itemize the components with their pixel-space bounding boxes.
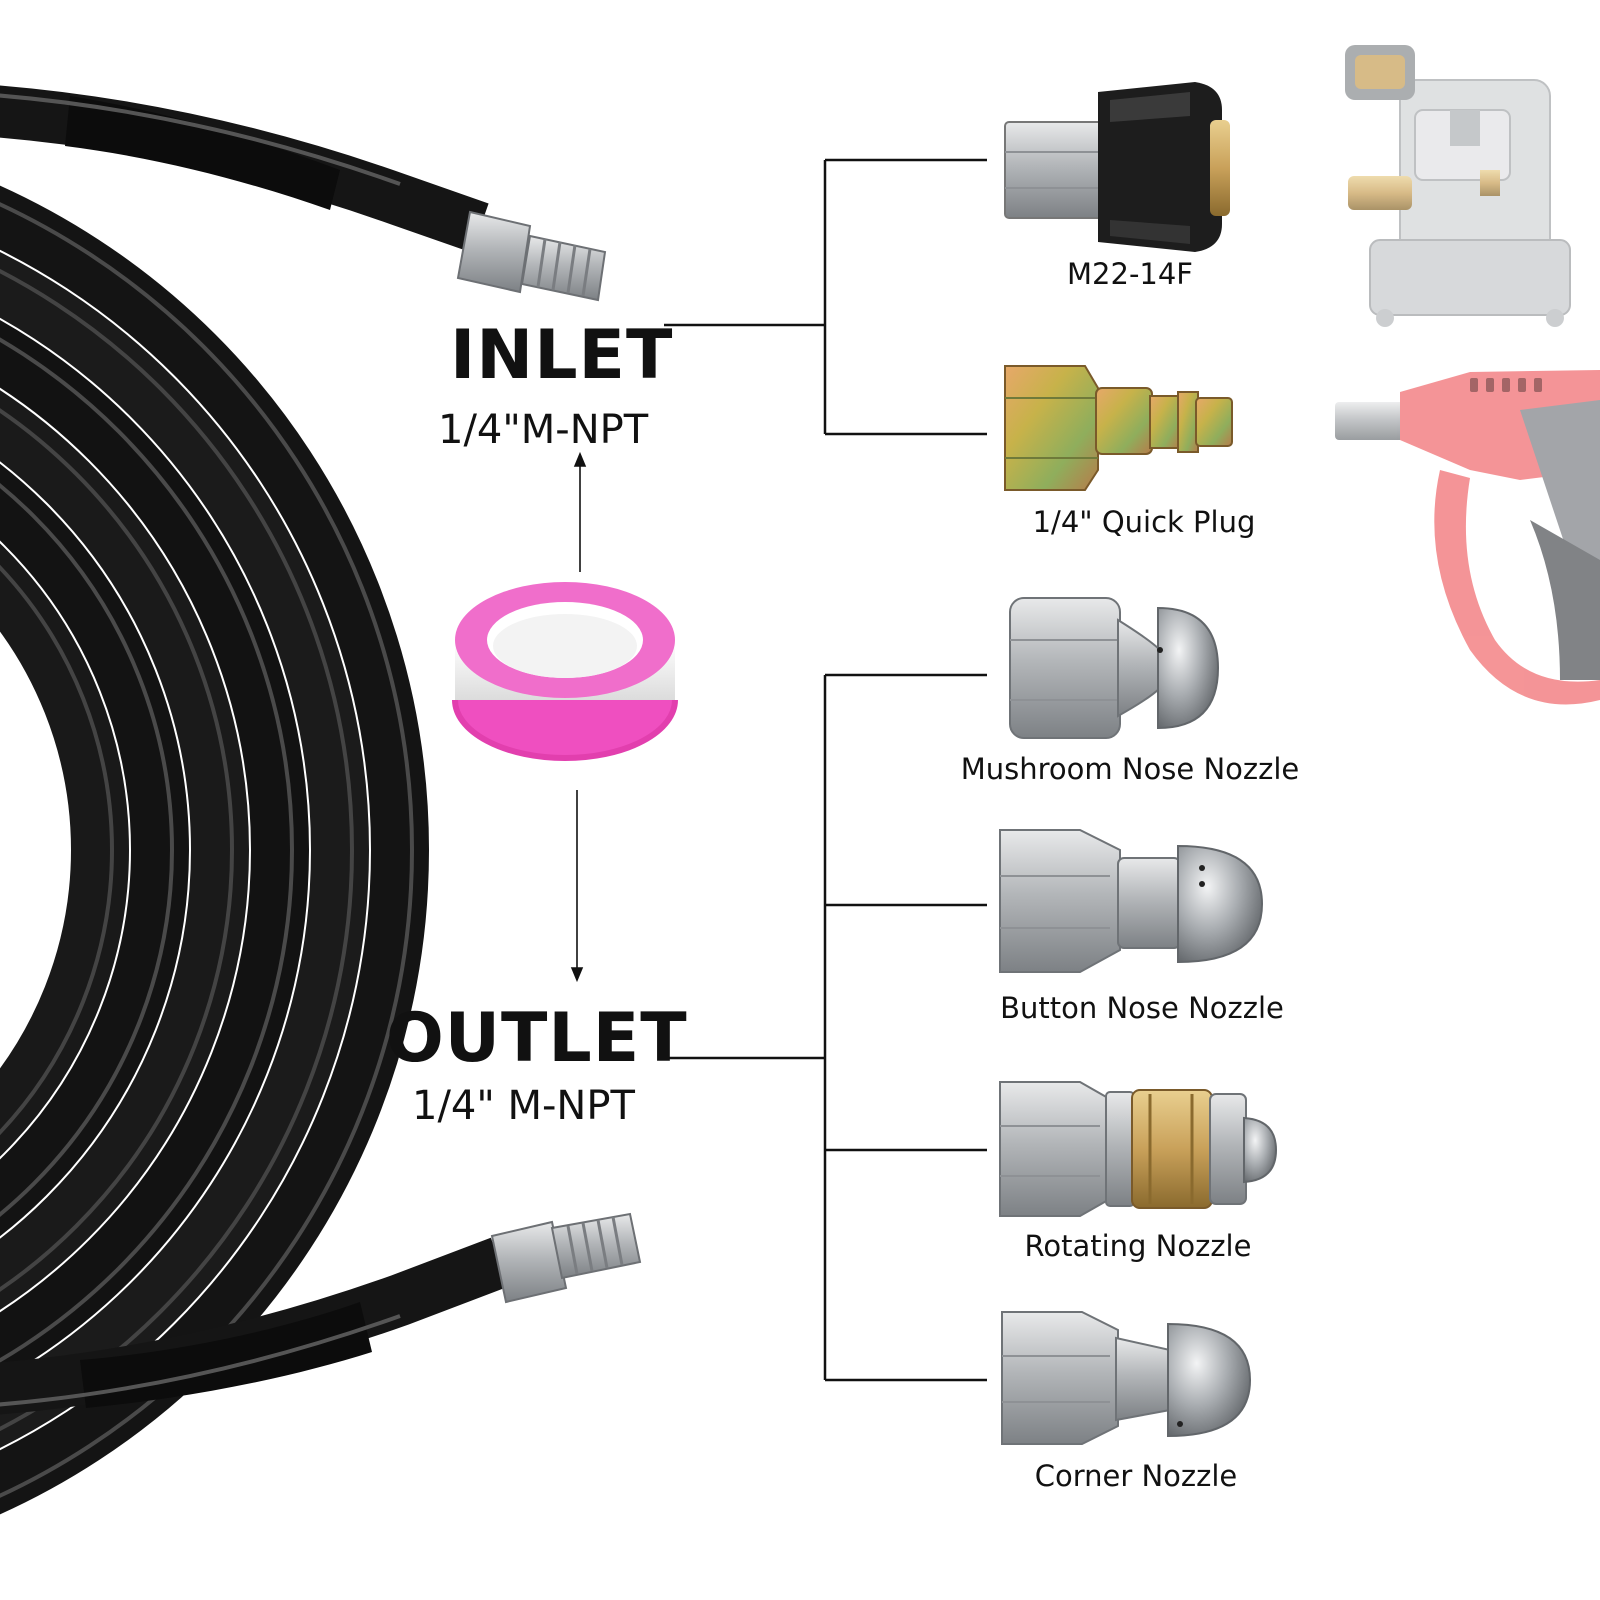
spray-gun-icon bbox=[1335, 370, 1600, 705]
outlet-title: OUTLET bbox=[386, 999, 688, 1078]
corner-nozzle-label: Corner Nozzle bbox=[1034, 1459, 1238, 1493]
inlet-spec: 1/4"M-NPT bbox=[438, 407, 649, 453]
outlet-hose-end bbox=[0, 1212, 642, 1415]
m22-adapter-label: M22-14F bbox=[1067, 257, 1193, 291]
quick-plug-icon bbox=[1004, 365, 1233, 491]
pressure-washer-pump-icon bbox=[1345, 45, 1571, 327]
inlet-title: INLET bbox=[450, 316, 674, 395]
thread-seal-tape-icon bbox=[452, 582, 678, 761]
connector-lines bbox=[664, 158, 987, 1382]
button-nozzle-label: Button Nose Nozzle bbox=[1000, 991, 1284, 1025]
inlet-hose-end bbox=[0, 85, 607, 302]
rotating-nozzle-icon bbox=[999, 1081, 1278, 1217]
mushroom-nozzle-icon bbox=[1009, 597, 1220, 739]
quick-plug-label: 1/4" Quick Plug bbox=[1032, 505, 1256, 539]
tape-arrows bbox=[570, 451, 587, 983]
button-nozzle-icon bbox=[999, 829, 1264, 973]
hose-coil bbox=[0, 185, 429, 1515]
corner-nozzle-icon bbox=[1001, 1311, 1252, 1445]
m22-adapter-icon bbox=[1004, 82, 1230, 252]
outlet-spec: 1/4" M-NPT bbox=[412, 1083, 635, 1129]
rotating-nozzle-label: Rotating Nozzle bbox=[1024, 1229, 1252, 1263]
mushroom-nozzle-label: Mushroom Nose Nozzle bbox=[960, 752, 1300, 786]
